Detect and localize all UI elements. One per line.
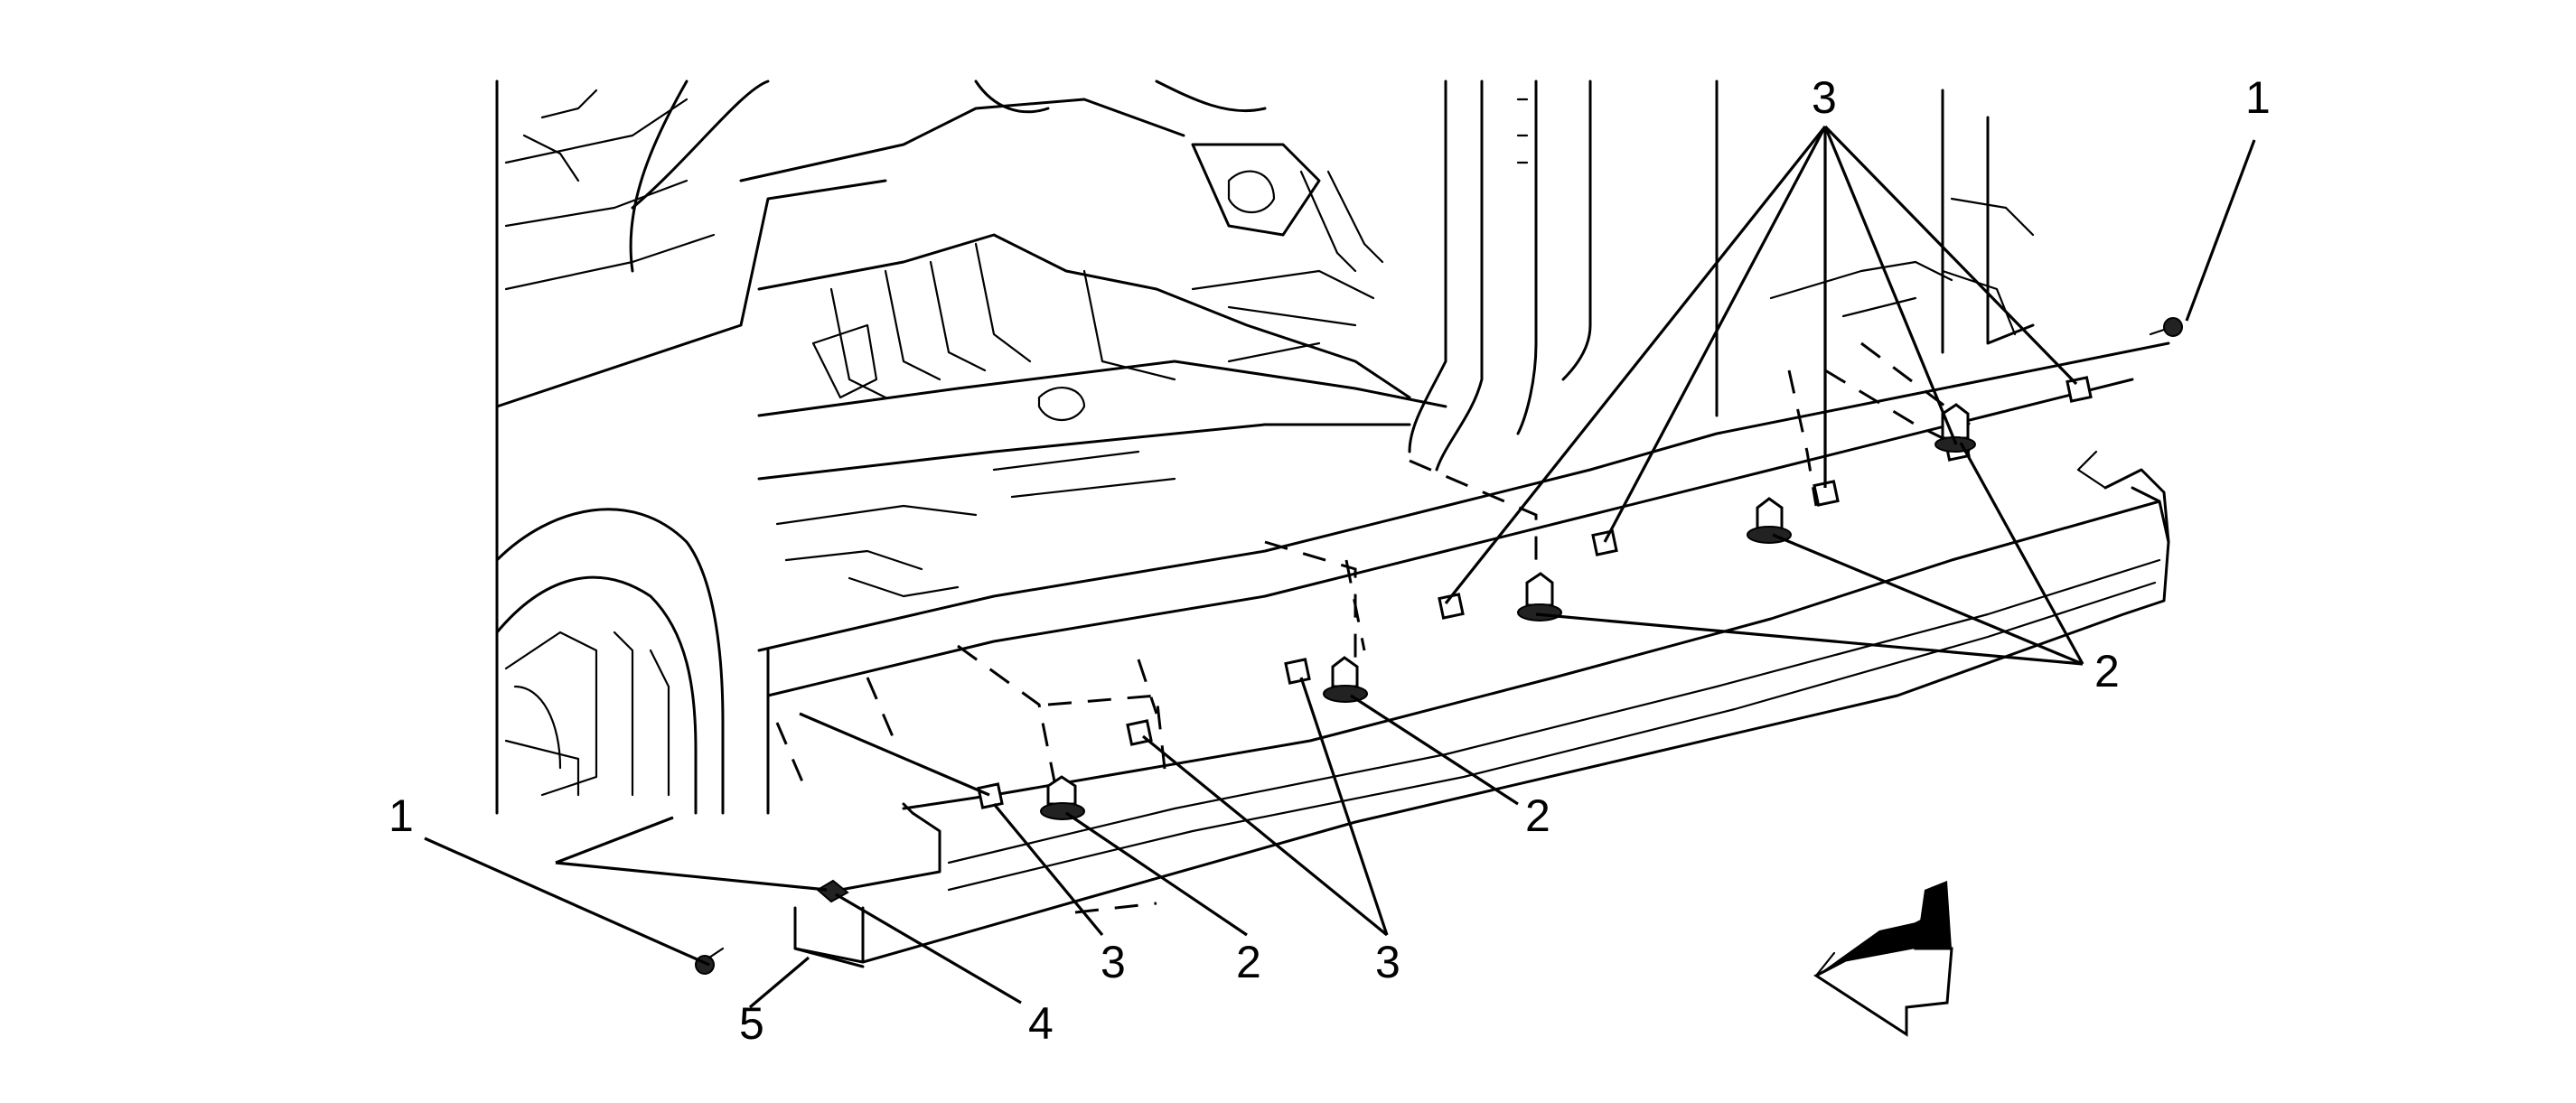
callout-2-mid: 2	[1525, 790, 1550, 841]
retainer-clip	[1591, 529, 1618, 556]
retainer-clip	[1284, 658, 1311, 685]
retainer-clip	[977, 782, 1004, 809]
callout-5: 5	[739, 998, 764, 1049]
retainer-clip	[1438, 593, 1465, 620]
callout-4: 4	[1028, 998, 1054, 1049]
vehicle-body-outline	[495, 79, 2170, 815]
callout-3-lower: 3	[1375, 937, 1400, 987]
callout-3-lower-left: 3	[1101, 937, 1126, 987]
clip-locations	[695, 317, 2183, 975]
push-pin-fastener	[1040, 775, 1085, 820]
retainer-clip	[2065, 376, 2093, 403]
rocker-panel-molding	[793, 450, 2170, 968]
push-pin-fastener	[1747, 497, 1792, 544]
alignment-dashed-lines	[775, 341, 1971, 914]
push-pin-fastener	[1323, 656, 1368, 703]
callout-1-right: 1	[2245, 72, 2271, 123]
callout-labels: 1 1 3 2 2 2 3 3 4 5	[389, 72, 2271, 1049]
callout-3-top: 3	[1812, 72, 1837, 123]
screw-right	[2149, 317, 2183, 337]
callout-2-right: 2	[2094, 646, 2120, 696]
front-arrow-icon	[1813, 881, 1953, 1037]
leader-lines	[424, 125, 2256, 1009]
callout-2-lower: 2	[1236, 937, 1261, 987]
callout-1-left: 1	[389, 790, 414, 841]
